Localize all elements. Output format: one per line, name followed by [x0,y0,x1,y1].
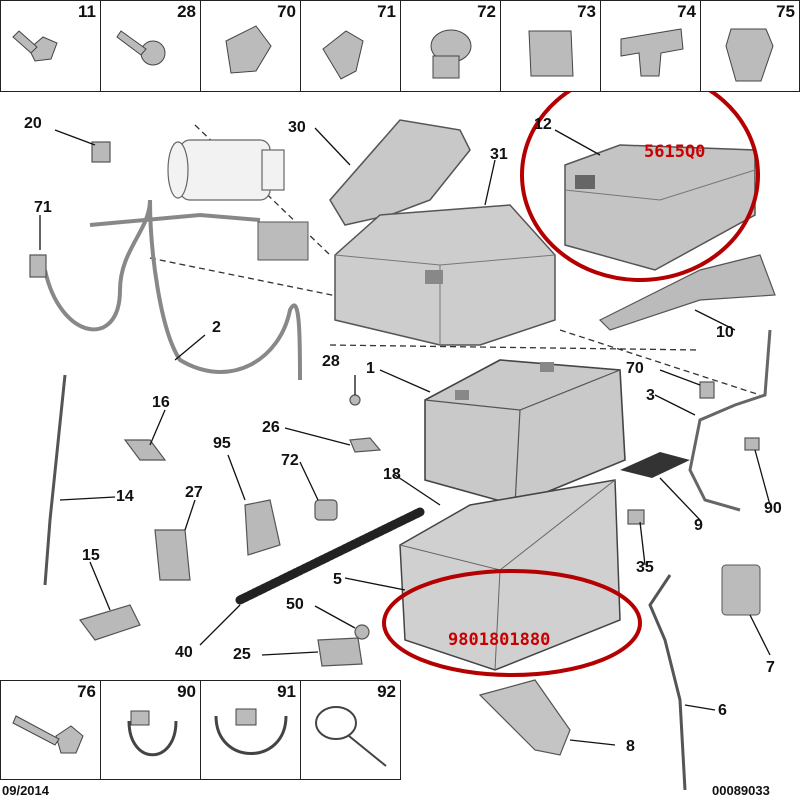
bolt-icon [12,715,84,754]
callout-18: 18 [383,466,401,483]
callout-35: 35 [636,559,654,576]
callout-8: 8 [626,738,635,755]
callout-10: 10 [716,324,734,341]
part-cell-90[interactable]: 90 [100,680,201,780]
highlight-lower [382,569,642,677]
screw-icon [116,30,166,66]
callout-25: 25 [233,646,251,663]
part-number: 76 [77,682,96,701]
clip-icon [528,30,574,77]
part-number: 28 [177,2,196,21]
callout-15: 15 [82,547,100,564]
clamp-icon [214,708,288,755]
callout-28: 28 [322,353,340,370]
callout-6: 6 [718,702,727,719]
callout-5: 5 [333,571,342,588]
callout-70: 70 [626,360,644,377]
part-cell-76[interactable]: 76 [0,680,101,780]
part-number: 75 [776,2,795,21]
callout-3: 3 [646,387,655,404]
callout-72: 72 [281,452,299,469]
callout-26: 26 [262,419,280,436]
callout-20: 20 [24,115,42,132]
battery-cover-30 [329,119,471,226]
callout-7: 7 [766,659,775,676]
part-code-lower: 9801801880 [448,630,551,650]
part-cell-74[interactable]: 74 [600,0,701,92]
part-number: 72 [477,2,496,21]
part-cell-75[interactable]: 75 [700,0,800,92]
battery-1 [424,359,626,506]
callout-71: 71 [34,199,52,216]
callout-95: 95 [213,435,231,452]
callout-27: 27 [185,484,203,501]
part-cell-70[interactable]: 70 [200,0,301,92]
part-number: 74 [677,2,696,21]
part-cell-11[interactable]: 11 [0,0,101,92]
callout-12: 12 [534,116,552,133]
part-number: 11 [78,2,96,21]
part-cell-91[interactable]: 91 [200,680,301,780]
callout-16: 16 [152,394,170,411]
callout-31: 31 [490,146,508,163]
callout-1: 1 [366,360,375,377]
callout-2: 2 [212,319,221,336]
fuse-box-12 [564,144,756,271]
callout-50: 50 [286,596,304,613]
part-code-upper: 5615Q0 [644,142,706,162]
clip-icon [430,29,472,79]
part-number: 91 [277,682,296,701]
cable-tie-icon [315,706,387,767]
callout-40: 40 [175,644,193,661]
battery-housing-31 [334,204,556,346]
part-cell-28[interactable]: 28 [100,0,201,92]
callout-14: 14 [116,488,134,505]
part-cell-72[interactable]: 72 [400,0,501,92]
part-number: 92 [377,682,396,701]
part-cell-73[interactable]: 73 [500,0,601,92]
callout-90: 90 [764,500,782,517]
part-number: 70 [277,2,296,21]
battery-tray-18 [399,479,621,671]
callout-30: 30 [288,119,306,136]
part-number: 71 [377,2,396,21]
part-cell-92[interactable]: 92 [300,680,401,780]
top-parts-row: 11 28 70 71 72 73 74 75 [0,0,800,94]
clamp-icon [127,710,178,757]
footer-reference: 00089033 [712,783,770,798]
clip-icon [225,25,272,74]
callout-9: 9 [694,517,703,534]
part-cell-71[interactable]: 71 [300,0,401,92]
screw-icon [12,30,58,62]
clip-icon [322,30,364,80]
clip-icon [725,28,774,82]
part-number: 90 [177,682,196,701]
footer-date: 09/2014 [2,783,49,798]
clip-icon [620,28,684,77]
part-number: 73 [577,2,596,21]
